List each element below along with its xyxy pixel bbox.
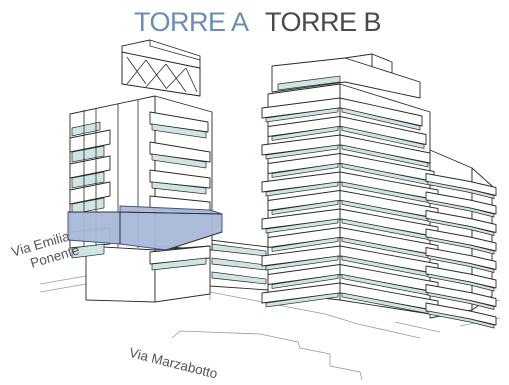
glazing-band (271, 126, 339, 141)
glazing-band (265, 218, 339, 234)
highlighted-floor (67, 205, 223, 251)
glazing-band (341, 107, 421, 131)
roof-truss (121, 39, 201, 97)
tower-a (67, 39, 223, 303)
glazing-band (265, 292, 339, 308)
tower-b-label: TORRE B (265, 7, 382, 37)
lot-outline (171, 330, 363, 381)
glazing-band (271, 163, 339, 178)
floor-plate (425, 228, 497, 252)
glazing-band (427, 310, 495, 329)
glazing-band (265, 144, 339, 160)
glazing-band (271, 274, 339, 289)
glazing-band (427, 236, 495, 255)
tower-a-label: TORRE A (134, 7, 249, 37)
glazing-band (265, 181, 339, 197)
glazing-band (427, 218, 495, 236)
glazing-band (341, 126, 425, 149)
floor-plate (425, 302, 497, 326)
glazing-band (341, 144, 429, 168)
glazing-band (265, 255, 339, 271)
glazing-band (427, 273, 495, 292)
glazing-band (271, 200, 339, 215)
floor-plate (339, 97, 423, 127)
glazing-band (271, 237, 339, 252)
floor-plate (425, 173, 497, 196)
glazing-band (427, 181, 495, 199)
floor-plate (425, 247, 497, 270)
tower-b-floors (261, 97, 497, 329)
glazing-band (265, 107, 339, 123)
glazing-band (427, 255, 495, 273)
floor-plate (339, 116, 427, 145)
floor-plate (425, 284, 497, 307)
glazing-band (427, 199, 495, 218)
floor-plate (425, 210, 497, 233)
floor-plate (425, 191, 497, 215)
glazing-band (427, 292, 495, 310)
podium-connector (209, 239, 269, 291)
floor-plate (339, 134, 431, 164)
floor-plate (425, 265, 497, 289)
